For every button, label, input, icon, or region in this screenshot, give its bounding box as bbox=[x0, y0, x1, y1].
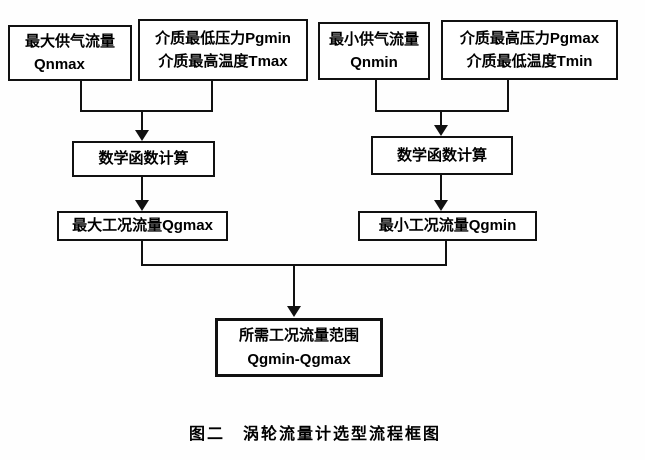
node-max-working-flow: 最大工况流量Qgmax bbox=[57, 211, 228, 241]
connector-left-input-2 bbox=[211, 81, 213, 112]
node-label: 最小工况流量Qgmin bbox=[378, 217, 517, 235]
connector-bottom-input-2 bbox=[445, 241, 447, 266]
connector-right-arrow-shaft bbox=[440, 112, 442, 126]
connector-right-input-1 bbox=[375, 80, 377, 112]
node-label: 介质最低压力Pgmin bbox=[155, 29, 291, 47]
connector-right-merge bbox=[375, 110, 509, 112]
node-label: 最大供气流量 bbox=[24, 32, 115, 50]
connector-left-input-1 bbox=[80, 81, 82, 112]
connector-left-arrow-shaft bbox=[141, 112, 143, 131]
arrow-down-icon bbox=[434, 125, 448, 136]
node-min-working-flow: 最小工况流量Qgmin bbox=[358, 211, 537, 241]
connector-bottom-merge bbox=[141, 264, 447, 266]
node-label: 介质最低温度Tmin bbox=[466, 53, 593, 70]
arrow-down-icon bbox=[434, 200, 448, 211]
node-min-supply-flow: 最小供气流量 Qnmin bbox=[318, 22, 430, 80]
node-required-flow-range: 所需工况流量范围 Qgmin-Qgmax bbox=[215, 318, 383, 377]
node-math-calc-left: 数学函数计算 bbox=[72, 141, 215, 177]
arrow-down-icon bbox=[287, 306, 301, 317]
connector-bottom-input-1 bbox=[141, 241, 143, 266]
connector-left-merge bbox=[80, 110, 213, 112]
node-label: 数学函数计算 bbox=[98, 150, 189, 168]
node-label: 所需工况流量范围 bbox=[238, 327, 359, 345]
connector-right-input-2 bbox=[507, 80, 509, 112]
arrow-down-icon bbox=[135, 130, 149, 141]
node-label: Qnmin bbox=[350, 54, 398, 71]
figure-caption: 图二 涡轮流量计选型流程框图 bbox=[188, 426, 441, 443]
arrow-down-icon bbox=[135, 200, 149, 211]
node-min-pressure-max-temp: 介质最低压力Pgmin 介质最高温度Tmax bbox=[138, 19, 308, 81]
node-label: 介质最高温度Tmax bbox=[158, 53, 288, 70]
node-label: 最大工况流量Qgmax bbox=[72, 217, 213, 235]
node-math-calc-right: 数学函数计算 bbox=[371, 136, 513, 175]
node-label: Qnmax bbox=[34, 56, 85, 73]
node-max-pressure-min-temp: 介质最高压力Pgmax 介质最低温度Tmin bbox=[441, 20, 618, 80]
connector-calc-left-out-shaft bbox=[141, 177, 143, 201]
connector-calc-right-out-shaft bbox=[440, 175, 442, 201]
node-label: Qgmin-Qgmax bbox=[247, 350, 351, 368]
node-label: 介质最高压力Pgmax bbox=[459, 29, 600, 47]
connector-bottom-arrow-shaft bbox=[293, 266, 295, 307]
node-max-supply-flow: 最大供气流量 Qnmax bbox=[8, 25, 132, 81]
node-label: 最小供气流量 bbox=[328, 30, 419, 48]
node-label: 数学函数计算 bbox=[396, 146, 487, 164]
